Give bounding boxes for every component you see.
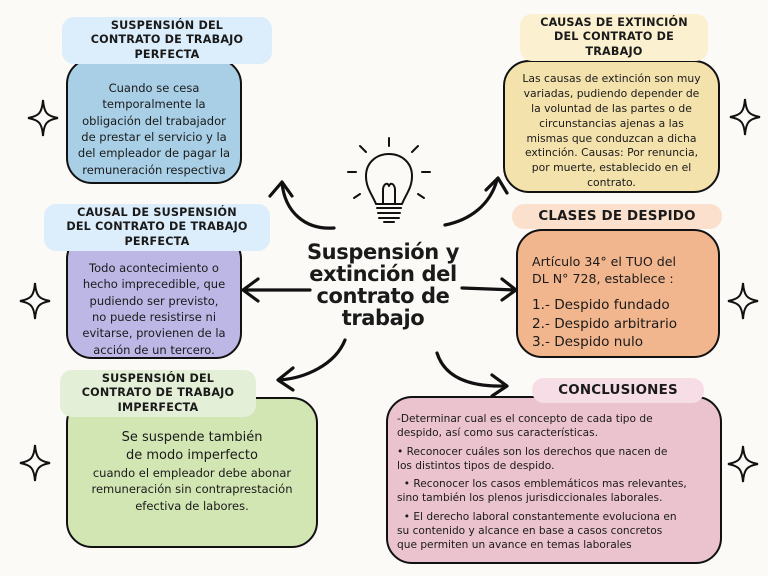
susp-imperfecta-label: SUSPENSIÓN DEL CONTRATO DE TRABAJO IMPER… xyxy=(60,370,256,417)
conclusiones-label: CONCLUSIONES xyxy=(532,378,704,404)
susp-imperfecta-box: Se suspende también de modo imperfecto c… xyxy=(66,397,318,548)
sparkle-icon xyxy=(727,282,759,320)
arrow-icon xyxy=(435,351,507,388)
arrow-icon xyxy=(460,286,517,292)
clases-despido-box: Artículo 34° el TUO del DL N° 728, estab… xyxy=(516,229,720,358)
causal-suspension-label: CAUSAL DE SUSPENSIÓN DEL CONTRATO DE TRA… xyxy=(44,204,270,251)
sparkle-icon xyxy=(727,445,759,483)
sparkle-icon xyxy=(27,99,59,137)
arrow-icon xyxy=(278,338,347,382)
causas-extincion-box: Las causas de extinción son muy variadas… xyxy=(503,60,720,193)
sparkle-icon xyxy=(729,98,761,136)
sparkle-icon xyxy=(19,444,51,482)
causal-suspension-box: Todo acontecimiento o hecho imprecedible… xyxy=(66,233,242,359)
sparkle-icon xyxy=(19,282,51,320)
causas-extincion-label: CAUSAS DE EXTINCIÓN DEL CONTRATO DE TRAB… xyxy=(520,14,708,61)
arrow-icon xyxy=(443,178,499,227)
susp-perfecta-box: Cuando se cesa temporalmente la obligaci… xyxy=(66,58,242,184)
central-title: Suspensión y extinción del contrato de t… xyxy=(306,240,460,331)
clases-despido-label: CLASES DE DESPIDO xyxy=(512,204,722,230)
arrow-icon xyxy=(280,181,336,230)
susp-perfecta-label: SUSPENSIÓN DEL CONTRATO DE TRABAJO PERFE… xyxy=(62,17,272,64)
conclusiones-box: -Determinar cual es el concepto de cada … xyxy=(386,396,722,564)
